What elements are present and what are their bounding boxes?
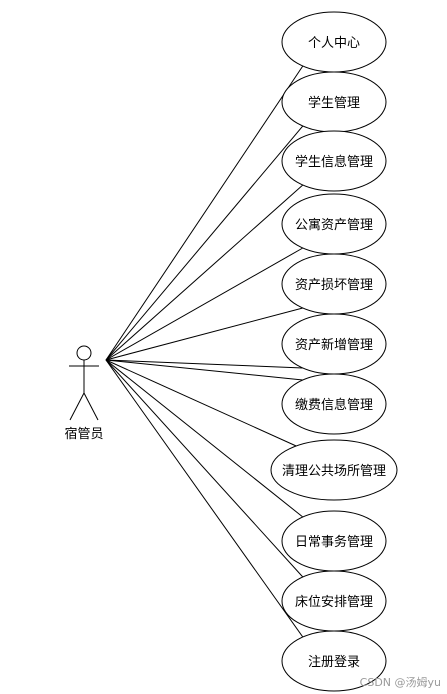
use-case-label: 个人中心 (308, 36, 360, 51)
use-case: 日常事务管理 (281, 510, 387, 572)
actor-left-leg (69, 392, 85, 421)
use-case-ellipse (281, 130, 387, 192)
actor-name: 宿管员 (64, 426, 103, 442)
association-line (105, 359, 304, 638)
use-case: 学生信息管理 (281, 130, 387, 192)
use-case: 学生管理 (281, 71, 387, 133)
use-case-label: 公寓资产管理 (295, 217, 373, 233)
use-case: 资产损坏管理 (281, 253, 387, 315)
association-line (105, 247, 304, 361)
actor-head (76, 345, 92, 361)
use-case-ellipse (281, 373, 387, 435)
use-case-ellipse (270, 439, 398, 501)
use-case: 个人中心 (281, 11, 387, 73)
use-case-label: 学生信息管理 (295, 154, 373, 170)
use-case: 清理公共场所管理 (270, 439, 398, 501)
association-line (105, 359, 303, 381)
use-case-label: 日常事务管理 (295, 534, 373, 550)
association-line (105, 184, 304, 361)
association-line (105, 359, 304, 518)
use-case-ellipse (281, 630, 387, 692)
association-line (105, 65, 304, 361)
actor-figure: 宿管员 (64, 345, 104, 442)
association-line (105, 307, 303, 361)
use-case: 缴费信息管理 (281, 373, 387, 435)
use-case: 公寓资产管理 (281, 193, 387, 255)
use-case-label: 清理公共场所管理 (282, 464, 386, 479)
use-case: 注册登录 (281, 630, 387, 692)
use-case-label: 床位安排管理 (295, 595, 373, 610)
use-case-label: 注册登录 (308, 655, 360, 670)
watermark: CSDN @汤姆yu (359, 676, 441, 689)
use-case-label: 资产损坏管理 (295, 278, 373, 293)
use-case: 资产新增管理 (281, 313, 387, 375)
association-line (105, 125, 304, 361)
actor-right-leg (83, 392, 99, 421)
use-case-label: 资产新增管理 (295, 337, 373, 353)
use-case-label: 缴费信息管理 (295, 397, 373, 413)
association-line (105, 359, 304, 578)
use-case: 床位安排管理 (281, 570, 387, 632)
use-case-list: 个人中心学生管理学生信息管理公寓资产管理资产损坏管理资产新增管理缴费信息管理清理… (270, 11, 398, 692)
association-lines (105, 65, 304, 638)
association-line (105, 359, 303, 369)
use-case-label: 学生管理 (308, 95, 360, 111)
association-line (105, 359, 297, 447)
